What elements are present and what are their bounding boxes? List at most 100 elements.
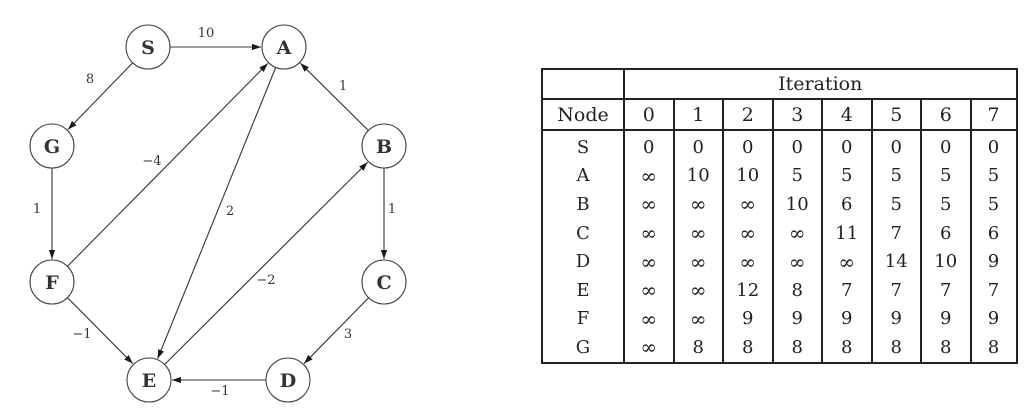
iteration-group-header: Iteration — [624, 69, 1017, 100]
distance-cell: 8 — [772, 275, 823, 305]
iteration-column-header: 7 — [970, 99, 1017, 131]
row-node-label: A — [542, 161, 625, 191]
distance-cell: 7 — [822, 275, 873, 305]
edge-weight-label: 10 — [198, 26, 215, 41]
distance-cell: 7 — [871, 275, 922, 305]
distance-cell: 5 — [871, 161, 922, 191]
distance-cell: ∞ — [624, 275, 675, 305]
edge-f-to-a — [67, 62, 269, 267]
node-column-header: Node — [542, 99, 625, 131]
node-label: S — [141, 37, 155, 59]
distance-cell: ∞ — [624, 247, 675, 276]
distance-cell: 0 — [772, 130, 823, 162]
edge-weight-label: 1 — [388, 202, 396, 217]
edge-weight-label: 8 — [86, 72, 94, 87]
distance-cell: 0 — [673, 130, 724, 162]
edge-weight-label: −4 — [142, 154, 161, 169]
distance-cell: ∞ — [624, 218, 675, 248]
node-a: A — [261, 24, 307, 70]
distance-cell: 10 — [673, 161, 724, 191]
distance-cell: ∞ — [723, 247, 774, 276]
distance-cell: 5 — [921, 190, 972, 219]
node-circle — [126, 357, 172, 403]
distance-cell: 9 — [987, 251, 1000, 273]
node-circle — [29, 123, 75, 169]
iteration-column-header: 1 — [673, 99, 724, 131]
distance-cell: 9 — [921, 304, 972, 334]
distance-cell: 9 — [987, 308, 1000, 330]
node-label: E — [142, 370, 156, 392]
distance-cell: 0 — [871, 130, 922, 162]
iteration-column-header: 0 — [624, 99, 675, 131]
distance-cell: 5 — [921, 161, 972, 191]
distance-cell: ∞ — [723, 190, 774, 219]
distance-cell: 9 — [772, 304, 823, 334]
node-circle — [361, 259, 407, 305]
distance-cell: 10 — [723, 161, 774, 191]
distance-cell: 7 — [987, 279, 1000, 301]
iteration-column-header: 6 — [921, 99, 972, 131]
distance-cell: ∞ — [723, 218, 774, 248]
distance-cell: 11 — [822, 218, 873, 248]
distance-cell: 8 — [772, 333, 823, 363]
distance-cell: 8 — [871, 333, 922, 363]
edge-weight-label: 1 — [33, 202, 41, 217]
distance-cell: 5 — [987, 193, 1000, 215]
distance-cell: 5 — [822, 161, 873, 191]
edge-weight-label: −1 — [72, 327, 91, 342]
distance-cell: 8 — [987, 336, 1000, 358]
edge-weight-label: 2 — [226, 204, 234, 219]
distance-cell: ∞ — [673, 275, 724, 305]
row-node-label: F — [542, 304, 625, 334]
distance-cell: 9 — [822, 304, 873, 334]
distance-cell: ∞ — [673, 304, 724, 334]
node-f: F — [29, 259, 75, 305]
distance-cell: 5 — [772, 161, 823, 191]
edge-weight-label: −2 — [256, 273, 275, 288]
edge-c-to-d — [303, 297, 369, 364]
node-c: C — [361, 259, 407, 305]
corner-cell — [542, 69, 625, 100]
distance-cell: 0 — [624, 130, 675, 162]
distance-cell: ∞ — [673, 218, 724, 248]
distance-cell: 6 — [822, 190, 873, 219]
node-label: C — [376, 272, 391, 294]
distance-cell: 8 — [673, 333, 724, 363]
distance-cell: 7 — [921, 275, 972, 305]
distance-cell: ∞ — [624, 333, 675, 363]
iteration-column-header: 3 — [772, 99, 823, 131]
distance-cell: 0 — [822, 130, 873, 162]
iteration-column-header: 2 — [723, 99, 774, 131]
row-node-label: E — [542, 275, 625, 305]
distance-cell: ∞ — [624, 304, 675, 334]
distance-cell: 12 — [723, 275, 774, 305]
edge-s-to-g — [67, 62, 134, 130]
row-node-label: S — [542, 130, 625, 162]
row-node-label: C — [542, 218, 625, 248]
edge-weight-label: 3 — [344, 327, 352, 342]
node-g: G — [29, 123, 75, 169]
distance-cell: ∞ — [772, 218, 823, 248]
distance-cell: 5 — [871, 190, 922, 219]
distance-cell: ∞ — [624, 190, 675, 219]
node-circle — [29, 259, 75, 305]
node-circle — [265, 357, 311, 403]
iteration-group-row: Iteration — [542, 69, 1017, 100]
distance-cell: ∞ — [772, 247, 823, 276]
node-d: D — [265, 357, 311, 403]
distance-cell: 0 — [987, 136, 1000, 158]
